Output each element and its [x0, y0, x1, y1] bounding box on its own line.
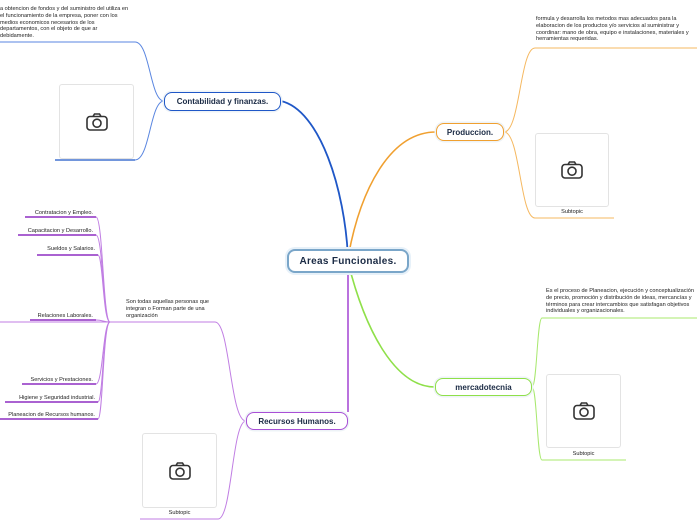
mercadotecnia-description: Es el proceso de Planeacion, ejecución y…: [546, 288, 695, 315]
contabilidad-description: a obtencion de fondos y del suministro d…: [0, 6, 129, 40]
topic-produccion-label: Produccion.: [446, 127, 494, 137]
rrhh-description: Son todas aquellas personas que integran…: [126, 299, 210, 319]
rrhh-item-sueldos[interactable]: Sueldos y Salarios.: [47, 246, 95, 252]
central-topic-label: Areas Funcionales.: [299, 255, 397, 267]
rrhh-image-placeholder[interactable]: [142, 433, 217, 508]
camera-icon: [168, 461, 191, 480]
mercadotecnia-subtopic-label[interactable]: Subtopic: [572, 451, 595, 457]
mercadotecnia-image-placeholder[interactable]: [546, 374, 621, 448]
rrhh-item-capacitacion[interactable]: Capacitacion y Desarrollo.: [27, 228, 93, 234]
rrhh-subtopic-label[interactable]: Subtopic: [168, 510, 191, 516]
rrhh-item-higiene[interactable]: Higiene y Seguridad industrial.: [19, 395, 95, 401]
topic-contabilidad[interactable]: Contabilidad y finanzas.: [164, 92, 281, 111]
rrhh-item-relaciones[interactable]: Relaciones Laborales.: [37, 313, 93, 319]
contabilidad-image-placeholder[interactable]: [59, 84, 134, 159]
camera-icon: [85, 112, 108, 131]
topic-produccion[interactable]: Produccion.: [436, 123, 504, 141]
produccion-image-placeholder[interactable]: [535, 133, 609, 207]
topic-recursos-humanos[interactable]: Recursos Humanos.: [246, 412, 348, 430]
rrhh-item-contratacion[interactable]: Contratacion y Empleo.: [34, 210, 93, 216]
topic-mercadotecnia[interactable]: mercadotecnia: [435, 378, 532, 396]
camera-icon: [572, 402, 595, 420]
topic-contabilidad-label: Contabilidad y finanzas.: [176, 97, 269, 106]
topic-mercadotecnia-label: mercadotecnia: [455, 382, 512, 392]
camera-icon: [561, 161, 583, 179]
produccion-description: formula y desarrolla los metodos mas ade…: [536, 16, 689, 43]
rrhh-item-planeacion[interactable]: Planeacion de Recursos humanos.: [8, 412, 95, 418]
produccion-subtopic-label[interactable]: Subtopic: [561, 209, 583, 215]
central-topic[interactable]: Areas Funcionales.: [287, 249, 409, 273]
rrhh-item-servicios[interactable]: Servicios y Prestaciones.: [30, 377, 94, 383]
topic-recursos-humanos-label: Recursos Humanos.: [258, 416, 336, 426]
